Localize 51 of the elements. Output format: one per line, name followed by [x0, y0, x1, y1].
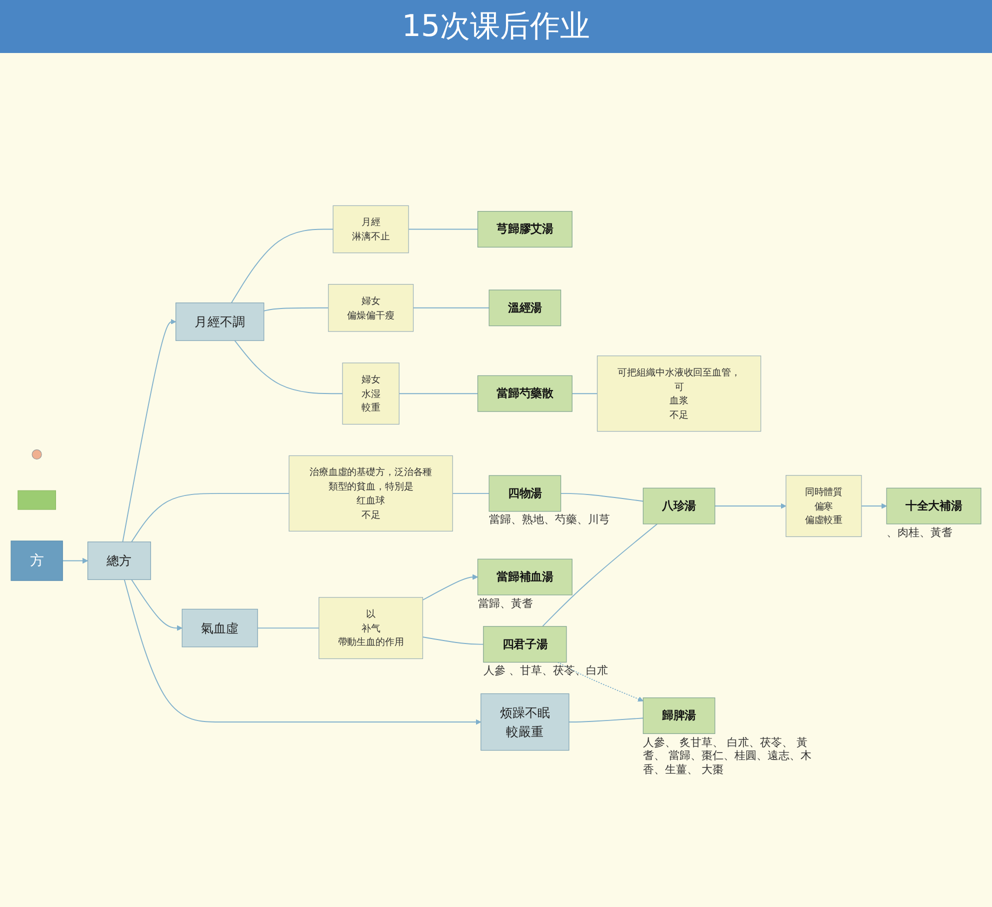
arrow — [422, 574, 478, 600]
arrow — [131, 579, 182, 631]
connector — [131, 492, 290, 542]
connector — [257, 628, 320, 629]
node-box: 歸脾湯 — [642, 697, 716, 734]
title: 15次课后作业 — [0, 0, 992, 53]
node-box: 以 补气 帶動生血的作用 — [318, 597, 424, 660]
node-box: 氣血虛 — [182, 608, 258, 648]
ingredient-note: 人參、 炙甘草、 白朮、茯苓、 黃耆、 當歸、棗仁、桂圓、遠志、木香、生薑、 大棗 — [643, 736, 813, 777]
connector — [230, 228, 334, 304]
arrow — [62, 558, 88, 564]
connector — [408, 228, 478, 230]
node-box: 方 — [10, 540, 63, 581]
node-box: 婦女 水湿 較重 — [342, 362, 400, 425]
connector — [542, 523, 658, 627]
node-box: 同時體質 偏寒 偏虛較重 — [786, 475, 862, 538]
connector — [452, 492, 490, 494]
ingredient-note: 、肉桂、黃耆 — [886, 526, 953, 540]
ingredient-note: 當歸、黃耆 — [478, 596, 533, 611]
node-box: 八珍湯 — [642, 488, 716, 524]
connector — [572, 393, 598, 394]
arrow — [122, 318, 176, 542]
node-box — [18, 490, 56, 510]
connector — [398, 393, 478, 394]
node-circle — [32, 449, 42, 460]
node-box: 溫經湯 — [488, 290, 562, 326]
node-box: 四君子湯 — [483, 626, 567, 663]
node-box: 四物湯 — [488, 475, 562, 512]
node-box: 總方 — [87, 542, 151, 580]
arrow — [860, 503, 887, 509]
connector — [263, 307, 329, 312]
node-box: 當歸芍藥散 — [477, 375, 572, 412]
arrow — [124, 579, 482, 725]
connector — [412, 307, 490, 308]
node-box: 治療血虛的基礎方，泛治各種類型的貧血，特別是 红血球 不足 — [288, 455, 453, 532]
connector — [560, 492, 644, 502]
node-box: 十全大補湯 — [886, 488, 982, 524]
node-box: 月經不調 — [176, 302, 264, 341]
connector — [234, 340, 343, 394]
node-box: 芎歸膠艾湯 — [477, 211, 572, 248]
node-box: 可把組織中水液收回至血管，可 血浆 不足 — [596, 356, 762, 432]
node-box: 月經 淋漓不止 — [332, 205, 409, 254]
connector — [568, 718, 644, 722]
arrow — [557, 662, 644, 702]
connector — [422, 636, 484, 645]
arrow — [714, 503, 786, 509]
ingredient-note: 人參 、甘草、茯苓、白朮 — [483, 664, 608, 678]
node-box: 當歸補血湯 — [477, 558, 572, 596]
node-box: 婦女 偏燥偏干瘦 — [328, 284, 414, 332]
node-box: 烦躁不眠 較嚴重 — [480, 693, 570, 751]
ingredient-note: 當歸、熟地、芍藥、川芎 — [489, 513, 610, 528]
